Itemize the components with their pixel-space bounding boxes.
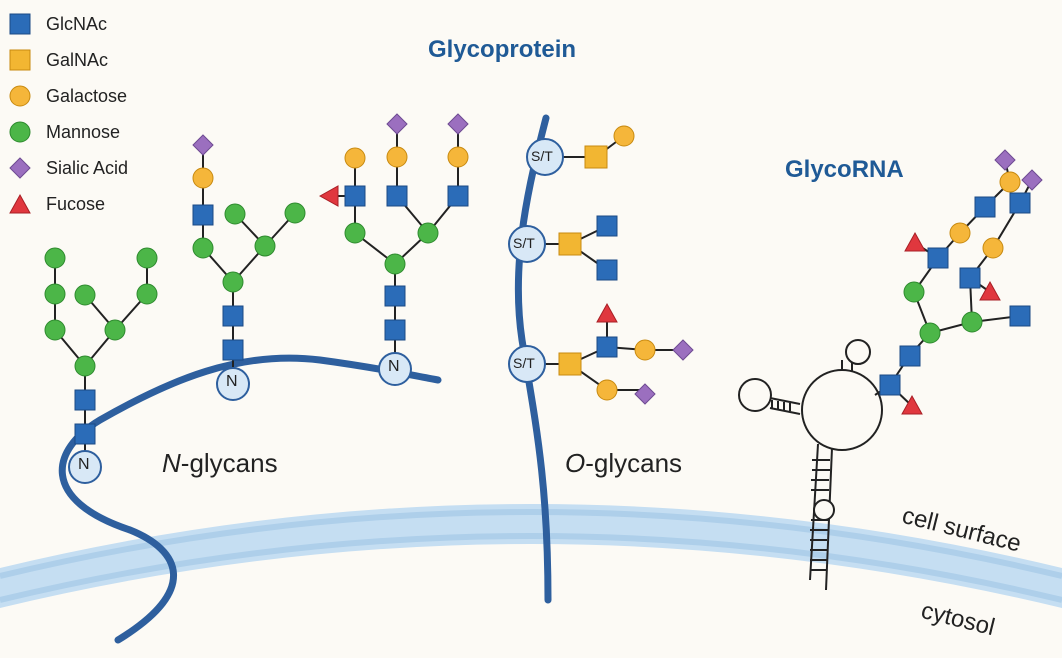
n-site-1 [68,450,102,484]
legend: GlcNAc GalNAc Galactose Mannose Sialic A… [8,6,128,222]
n-site-3 [378,352,412,386]
purple-diamond-icon [8,156,32,180]
yellow-circle-icon [8,84,32,108]
blue-square-icon [8,12,32,36]
n-glycan-1 [54,258,148,467]
n-glycans-prefix: N [162,448,181,478]
legend-item-glcnac: GlcNAc [8,6,128,42]
glycorna-links [874,159,1033,407]
st-sites [508,138,564,383]
n-glycans-suffix: -glycans [180,448,278,478]
n-glycan-2-residues [192,134,306,361]
n-glycan-3-residues [318,113,469,341]
legend-item-galnac: GalNAc [8,42,128,78]
o-glycans-prefix: O [565,448,586,478]
legend-label: Sialic Acid [46,157,129,178]
o-glycan-residues [558,125,694,405]
st-site-1-label: S/T [531,148,553,164]
rna-structure [738,339,883,591]
o-glycans-label: O-glycans [565,448,682,479]
legend-item-sialic-acid: Sialic Acid [8,150,128,186]
n-protein-chain [58,354,442,644]
legend-label: Mannose [46,121,121,142]
legend-label: Galactose [46,85,128,106]
n-site-3-label: N [388,358,400,375]
glycoprotein-title: Glycoprotein [428,36,577,63]
legend-item-galactose: Galactose [8,78,128,114]
legend-label: GalNAc [46,49,109,70]
red-triangle-icon [8,192,32,216]
legend-label: GlcNAc [46,13,108,34]
n-glycan-2 [202,145,296,382]
n-site-1-label: N [78,456,90,473]
green-circle-icon [8,120,32,144]
o-glycans-suffix: -glycans [585,448,683,478]
legend-item-mannose: Mannose [8,114,128,150]
yellow-square-icon [8,48,32,72]
st-site-3-label: S/T [513,355,535,371]
glycorna-residues [879,149,1043,415]
n-site-2 [216,367,250,401]
n-glycans-label: N-glycans [162,448,278,479]
n-site-2-label: N [226,373,238,390]
st-site-2-label: S/T [513,235,535,251]
o-protein-chain [514,114,552,604]
glycorna-title: GlycoRNA [785,156,904,183]
legend-label: Fucose [46,193,106,214]
legend-item-fucose: Fucose [8,186,128,222]
